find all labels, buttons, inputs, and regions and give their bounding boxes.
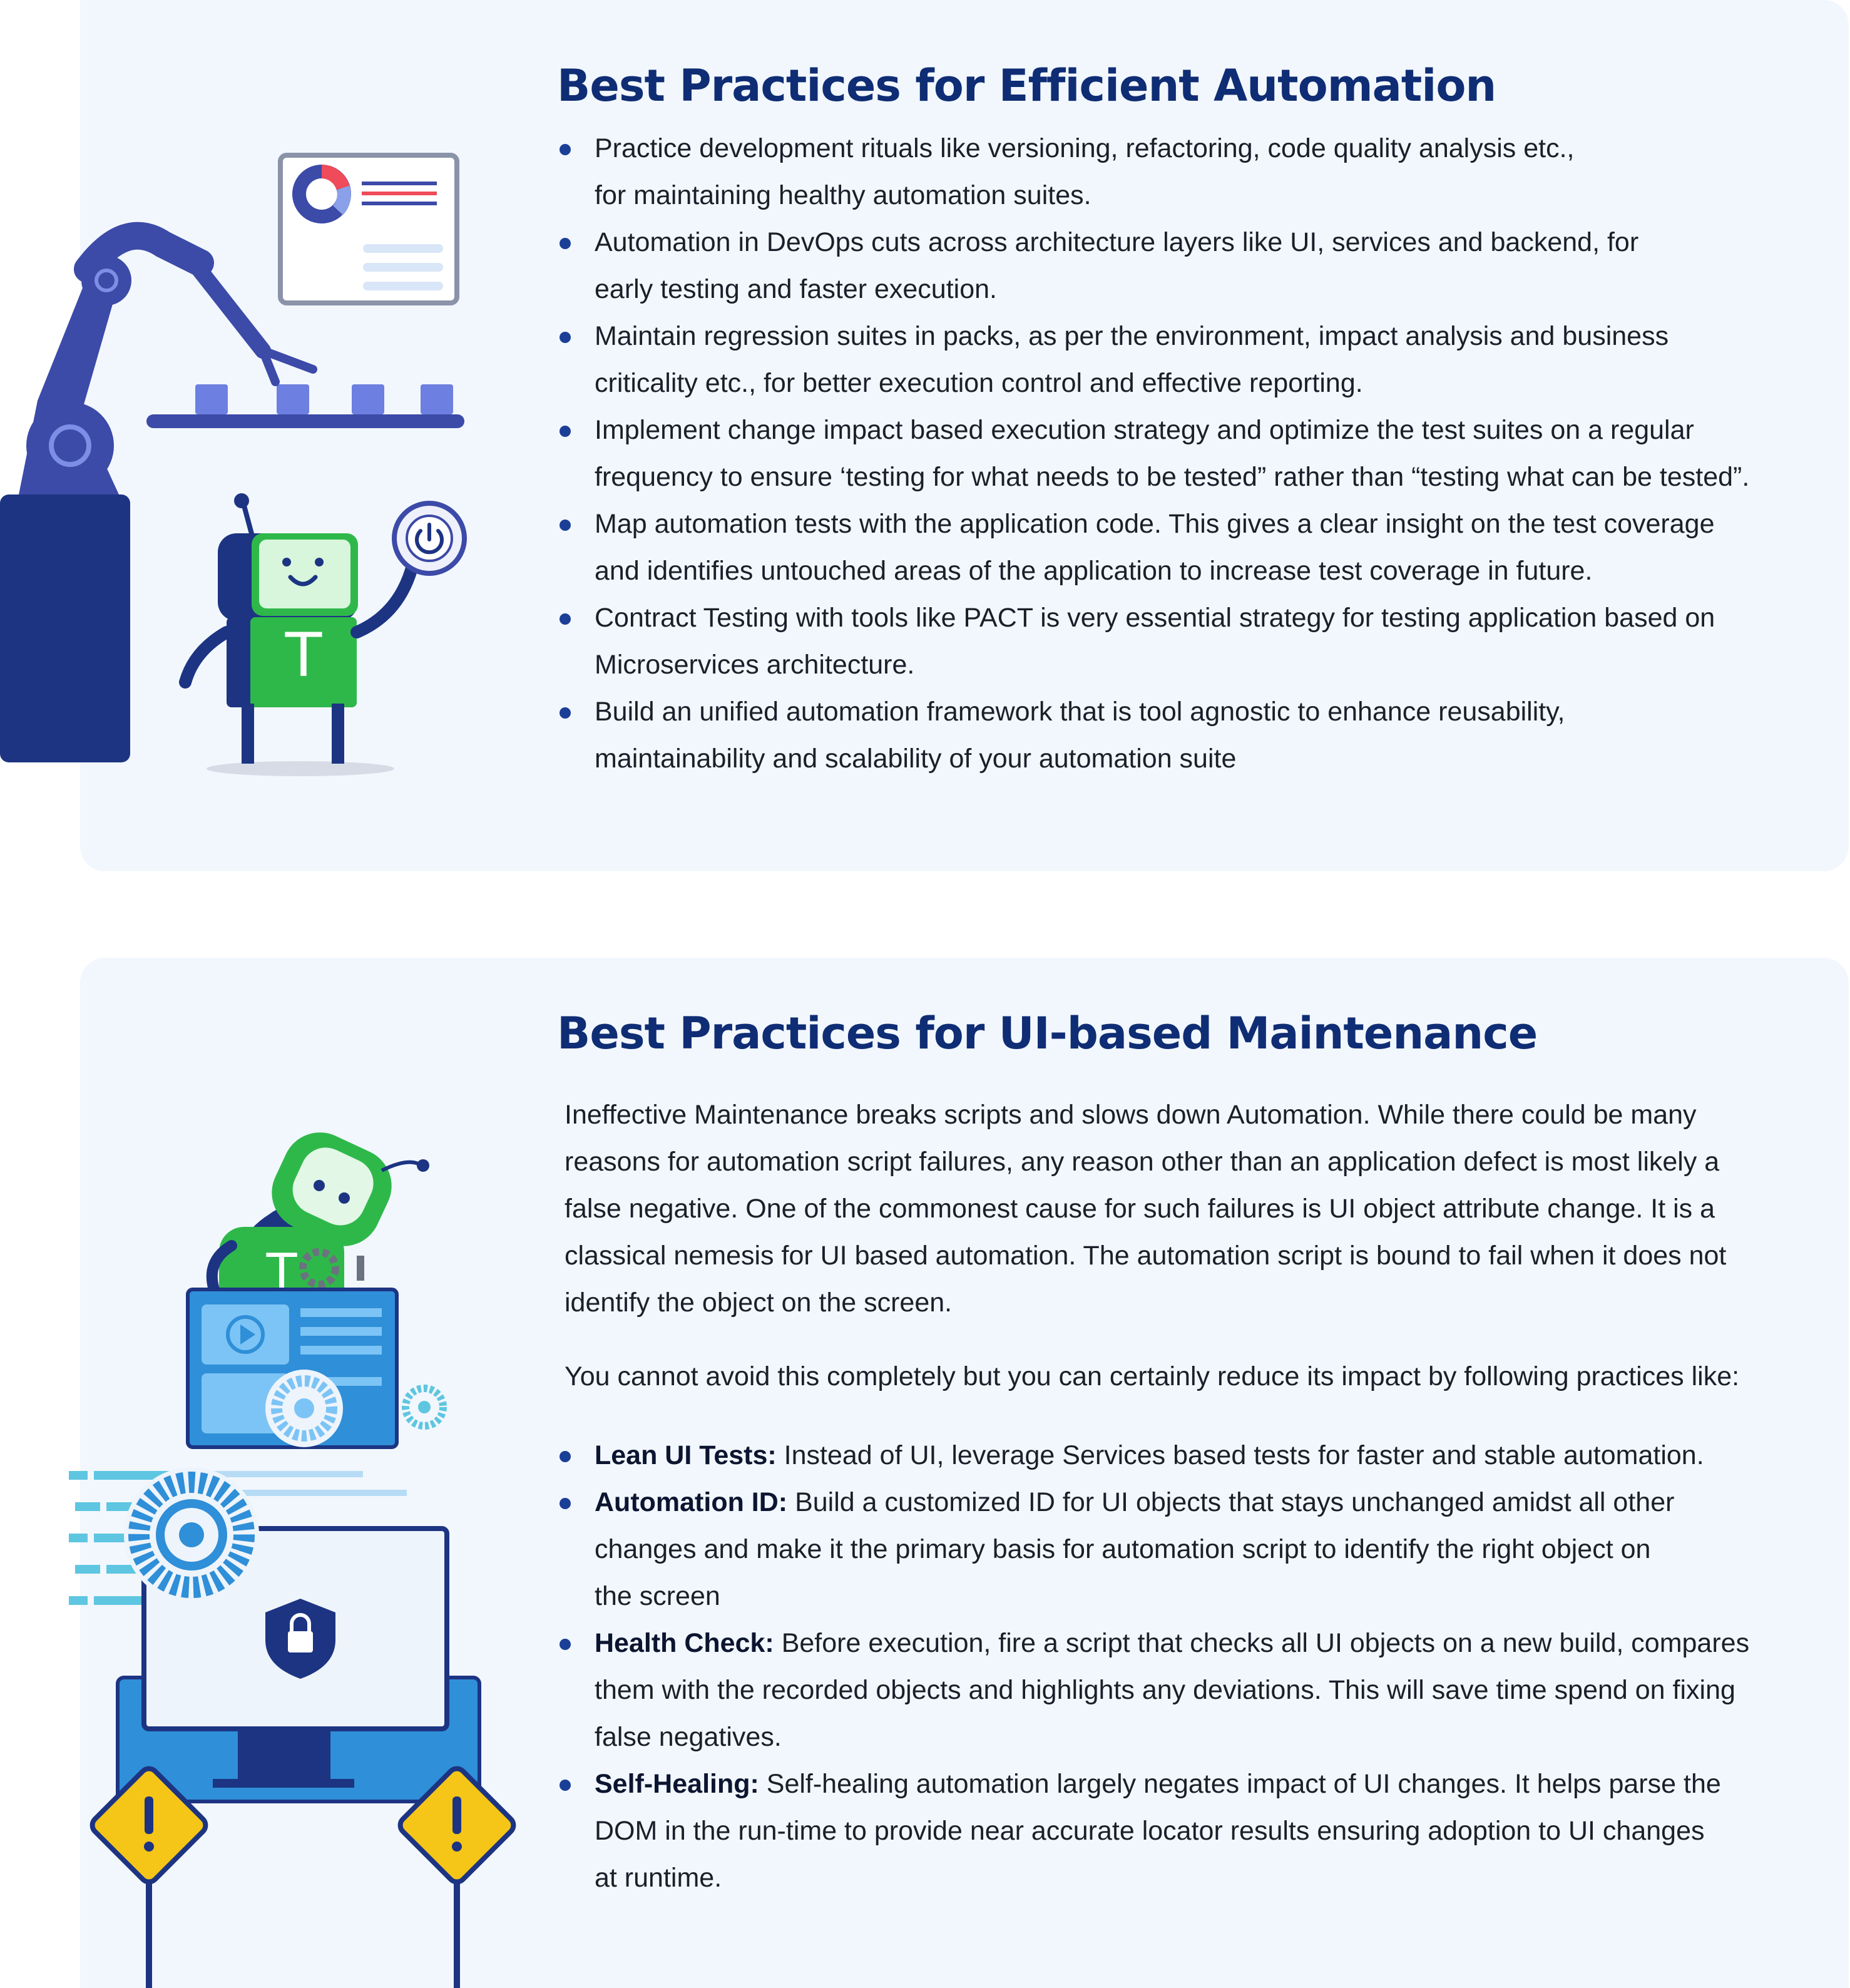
bullet-dot xyxy=(560,426,571,437)
efficient-automation-list: Practice development rituals like versio… xyxy=(557,125,1815,782)
list-item: Implement change impact based execution … xyxy=(557,407,1815,501)
list-item-lean-ui-tests: Lean UI Tests: Instead of UI, leverage S… xyxy=(557,1432,1815,1479)
list-item: Contract Testing with tools like PACT is… xyxy=(557,595,1815,689)
bullet-dot xyxy=(560,613,571,625)
lead-paragraph: You cannot avoid this completely but you… xyxy=(565,1361,1740,1391)
robot-mascot-icon: T xyxy=(179,493,419,776)
gear-icon xyxy=(265,1370,343,1447)
list-item-automation-id: Automation ID: Build a customized ID for… xyxy=(557,1479,1815,1620)
power-button-icon xyxy=(392,501,467,576)
robot-arm-illustration: T xyxy=(0,153,467,776)
package-icons xyxy=(195,384,453,414)
bullet-dot xyxy=(560,144,571,155)
section-title-ui-maintenance: Best Practices for UI-based Maintenance xyxy=(557,1008,1538,1059)
bullet-dot xyxy=(560,1780,571,1791)
list-item: Maintain regression suites in packs, as … xyxy=(557,313,1815,407)
list-item: Map automation tests with the applicatio… xyxy=(557,501,1815,595)
list-item: Automation in DevOps cuts across archite… xyxy=(557,219,1815,313)
conveyor-belt xyxy=(146,414,464,428)
list-item: Practice development rituals like versio… xyxy=(557,125,1815,219)
bullet-dot xyxy=(560,1639,571,1650)
maintenance-illustration: T xyxy=(69,1132,516,1988)
bullet-dot xyxy=(560,707,571,719)
list-item-health-check: Health Check: Before execution, fire a s… xyxy=(557,1620,1815,1761)
list-item-self-healing: Self-Healing: Self-healing automation la… xyxy=(557,1761,1815,1902)
efficient-automation-card: Best Practices for Efficient Automation … xyxy=(80,0,1849,871)
dashboard-monitor-icon xyxy=(278,153,459,305)
ui-maintenance-list: Lean UI Tests: Instead of UI, leverage S… xyxy=(557,1432,1815,1902)
bullet-dot xyxy=(560,1451,571,1462)
warning-sign-icon xyxy=(397,1766,516,1988)
list-item: Build an unified automation framework th… xyxy=(557,689,1815,782)
bullet-dot xyxy=(560,520,571,531)
gear-icon xyxy=(402,1385,447,1430)
section-title-efficient-automation: Best Practices for Efficient Automation xyxy=(557,60,1496,111)
gear-icon xyxy=(299,1248,364,1288)
ui-maintenance-card: Best Practices for UI-based Maintenance … xyxy=(80,958,1849,1988)
bullet-dot xyxy=(560,1498,571,1509)
bullet-dot xyxy=(560,332,571,343)
intro-paragraph: Ineffective Maintenance breaks scripts a… xyxy=(565,1100,1727,1318)
robot-letter: T xyxy=(285,620,322,690)
robot-arm-joint xyxy=(26,402,114,489)
bullet-dot xyxy=(560,238,571,249)
video-monitor-icon xyxy=(186,1288,399,1449)
robot-arm-base xyxy=(0,494,130,762)
gear-icon xyxy=(124,1467,259,1602)
lock-shield-icon xyxy=(265,1599,335,1679)
warning-sign-icon xyxy=(89,1766,208,1988)
